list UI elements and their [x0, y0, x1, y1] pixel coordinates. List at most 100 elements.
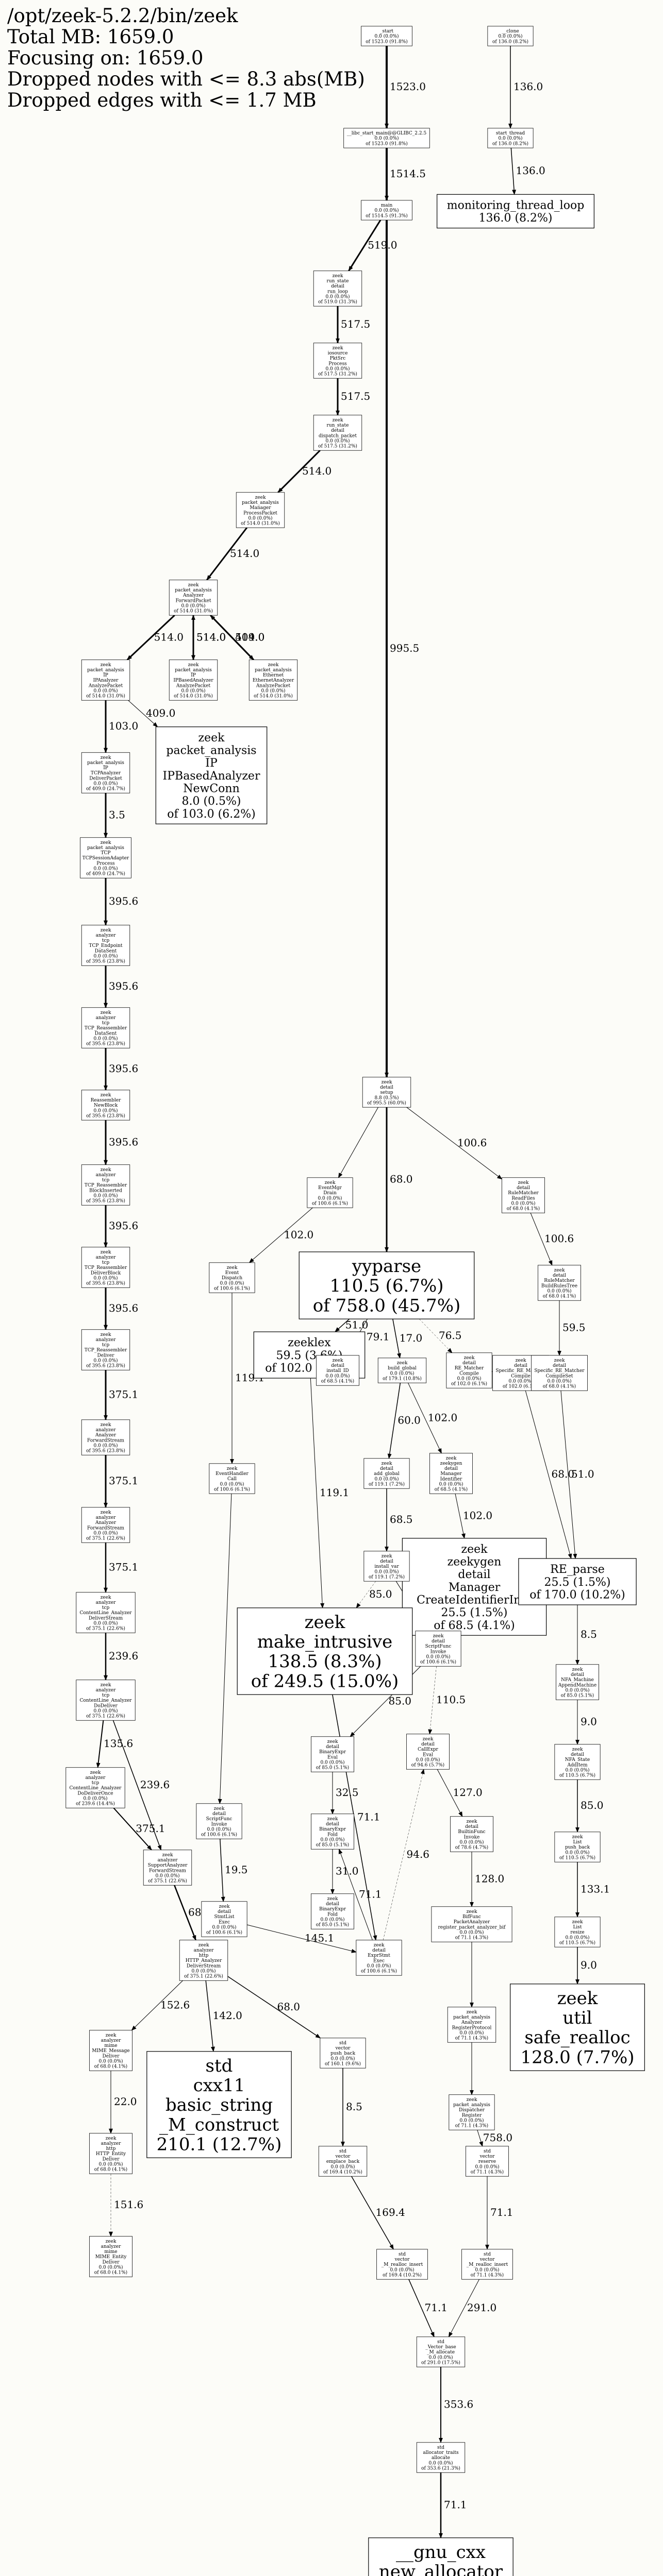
node-tcp-reassembler-deliver[interactable]: zeekanalyzertcpTCP_ReassemblerDeliver0.0…	[81, 1329, 130, 1370]
node-tcp-session-adapter-process[interactable]: zeekpacket_analysisTCPTCPSessionAdapterP…	[80, 837, 131, 878]
node-label-line: of 78.6 (4.7%)	[455, 1844, 488, 1850]
edge-ethernet-analyze-packet-to-analyzer-forward-packet	[210, 615, 255, 660]
node-ethernet-analyze-packet[interactable]: zeekpacket_analysisEthernetEthernetAnaly…	[248, 659, 298, 701]
node-box	[299, 1251, 475, 1319]
node-rule-matcher-compile[interactable]: zeekdetailSpecific_RE_MatcherCompileSet0…	[531, 1355, 588, 1391]
node-ipbased-new-conn[interactable]: zeekpacket_analysisIPIPBasedAnalyzerNewC…	[155, 726, 268, 824]
node-label-line: of 395.6 (23.8%)	[86, 1113, 125, 1118]
node-label-line: 0.0 (0.0%)	[191, 1968, 216, 1974]
node-bif-register-packet-analyzer[interactable]: zeekBifFuncPacketAnalyzerregister_packet…	[431, 1906, 512, 1942]
node-contentline-do-deliver-once[interactable]: zeekanalyzertcpContentLine_AnalyzerDoDel…	[65, 1767, 125, 1808]
node-tcp-reassembler-deliver-block[interactable]: zeekanalyzertcpTCP_ReassemblerDeliverBlo…	[81, 1247, 130, 1288]
node-label-line: of 68.0 (4.1%)	[543, 1293, 576, 1299]
edge-analyzer-forward-packet-to-ip-analyze-packet	[126, 615, 175, 660]
node-label-line: ForwardPacket	[175, 598, 211, 603]
node-libc-start-main[interactable]: __libc_start_main@@GLIBC_2.2.50.0 (0.0%)…	[343, 128, 430, 148]
node-label-line: ForwardStream	[87, 1526, 124, 1531]
node-tcp-reassembler-data-sent[interactable]: zeekanalyzertcpTCP_ReassemblerDataSent0.…	[81, 1007, 130, 1048]
node-contentline-deliver-stream[interactable]: zeekanalyzertcpContentLine_AnalyzerDeliv…	[76, 1592, 136, 1633]
edge-label: 51.0	[345, 1319, 369, 1331]
node-create-identifier-info[interactable]: zeekzeekygendetailManagerCreateIdentifie…	[402, 1538, 547, 1636]
node-ip-analyze-packet[interactable]: zeekpacket_analysisIPIPAnalyzerAnalyzePa…	[81, 659, 130, 701]
node-pm-process-packet[interactable]: zeekpacket_analysisManagerProcessPacket0…	[236, 492, 285, 528]
node-tcp-reassembler-block-inserted[interactable]: zeekanalyzertcpTCP_ReassemblerBlockInser…	[81, 1164, 130, 1206]
node-ipbasic-analyze-packet[interactable]: zeekpacket_analysisIPIPBasedAnalyzerAnal…	[169, 659, 218, 701]
edge-label: 68.0	[552, 1468, 575, 1480]
node-label-line: of 375.1 (22.6%)	[184, 1973, 223, 1979]
node-label-line: 0.0 (0.0%)	[320, 1917, 344, 1922]
node-dispatcher-register[interactable]: zeekpacket_analysisDispatcherRegister0.0…	[449, 2094, 495, 2130]
node-label-line: Analyzer	[183, 593, 204, 598]
node-label-line: Deliver	[102, 2260, 120, 2265]
edge-label: 8.5	[346, 2100, 362, 2113]
node-label-line: List	[573, 1925, 582, 1930]
node-pa-register-analyzer[interactable]: zeekpacket_analysisAnalyzerRegisterProto…	[447, 2007, 496, 2043]
node-http-analyzer-deliver-stream[interactable]: zeekanalyzerhttpHTTP_AnalyzerDeliverStre…	[179, 1940, 228, 1981]
edge-dispatcher-register-to-vector-reserve	[477, 2130, 483, 2147]
node-support-analyzer-forward-stream[interactable]: zeekanalyzerSupportAnalyzerForwardStream…	[143, 1850, 192, 1886]
node-tcp-deliver-packet[interactable]: zeekpacket_analysisIPTCPAnalyzerDeliverP…	[81, 752, 130, 793]
edge-label: 142.0	[213, 2009, 242, 2022]
node-label-line: of 100.6 (6.1%)	[312, 1200, 348, 1206]
node-analyzer-forward-packet[interactable]: zeekpacket_analysisAnalyzerForwardPacket…	[169, 580, 218, 616]
node-contentline-do-deliver[interactable]: zeekanalyzertcpContentLine_AnalyzerDoDel…	[76, 1680, 136, 1721]
node-box	[416, 2336, 466, 2367]
node-label-line: DataSent	[95, 1031, 117, 1036]
node-label-line: DoDeliver	[94, 1703, 118, 1708]
node-label-line: Fold	[327, 1832, 338, 1837]
